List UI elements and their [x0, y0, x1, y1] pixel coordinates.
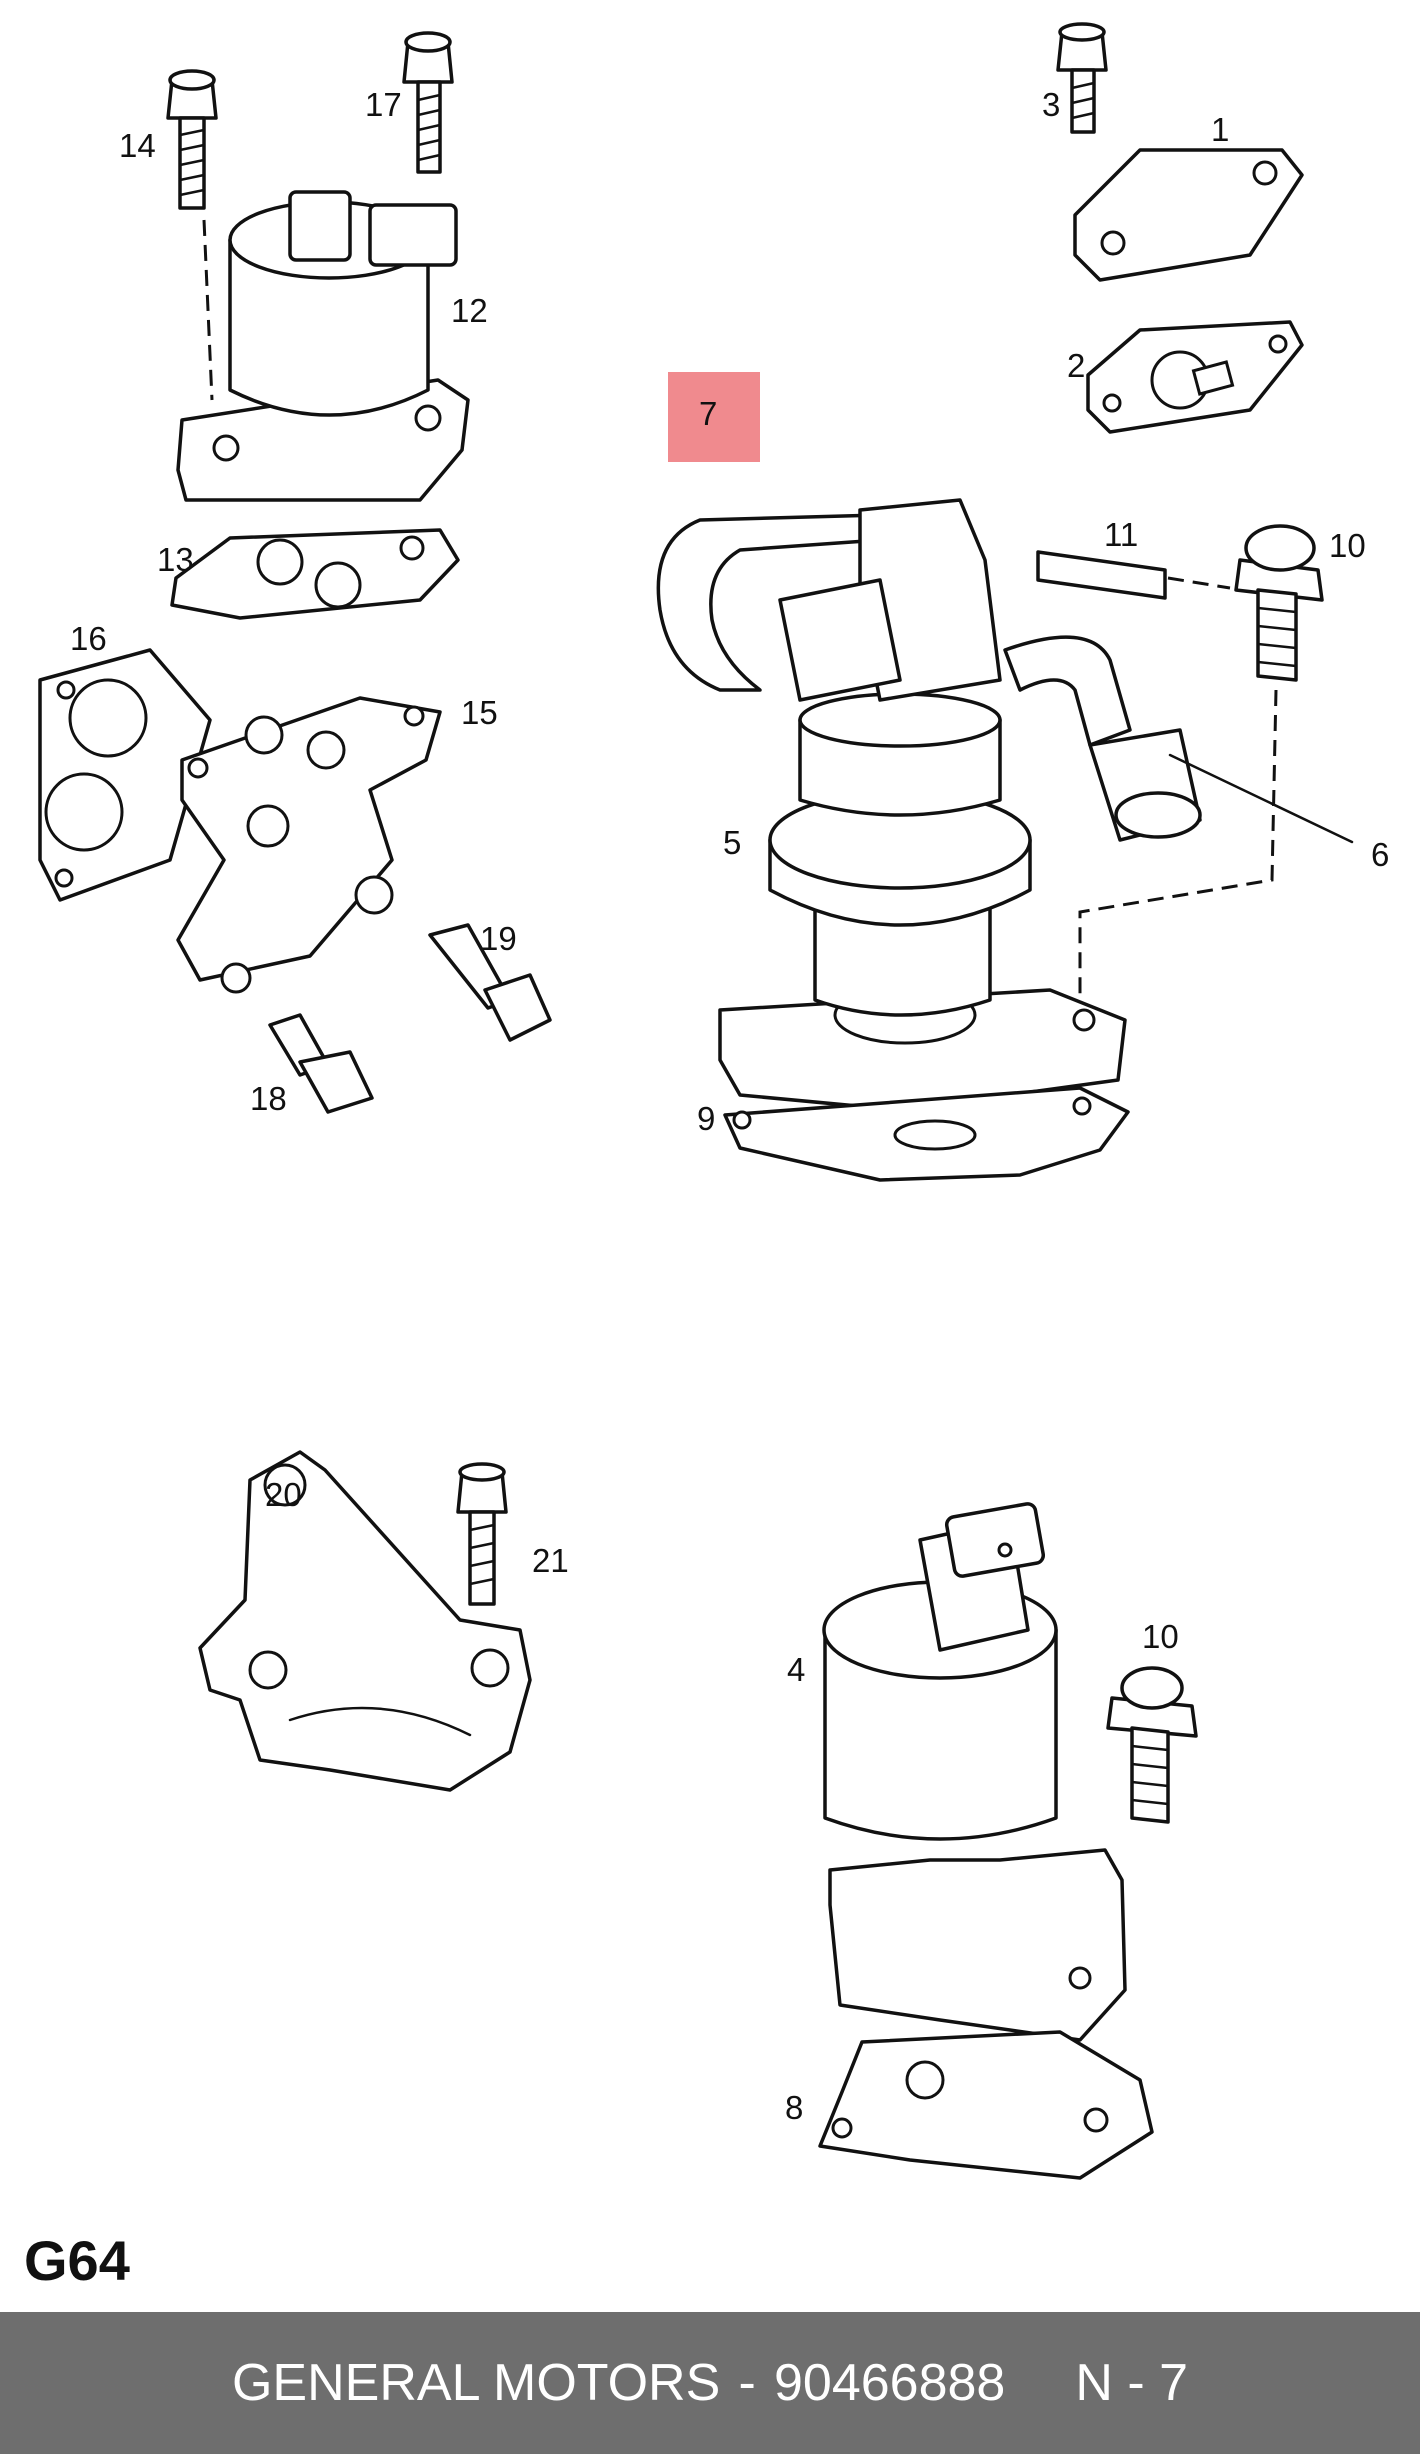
gasket-9 [723, 1086, 1130, 1182]
connector-6 [1088, 728, 1202, 842]
callout-6: 6 [1371, 836, 1389, 873]
callout-11: 11 [1104, 516, 1138, 553]
footer-brand: GENERAL MOTORS [231, 2354, 721, 2412]
bolt-3 [1056, 22, 1108, 134]
callout-21: 21 [532, 1542, 569, 1579]
bolt-10-bottom [1106, 1666, 1198, 1824]
callout-5: 5 [723, 824, 741, 861]
pipe-7 [656, 513, 882, 692]
callout-18: 18 [250, 1080, 287, 1117]
callout-19: 19 [480, 920, 517, 957]
callout-16: 16 [70, 620, 107, 657]
bolt-21 [456, 1462, 508, 1606]
gasket-2 [1086, 320, 1304, 434]
callout-10-bottom: 10 [1142, 1618, 1179, 1655]
bolt-10-top [1234, 524, 1324, 682]
callout-4: 4 [787, 1651, 805, 1688]
footer-reference: N - 7 [1075, 2354, 1189, 2412]
bolt-17 [402, 31, 454, 174]
callout-1: 1 [1211, 111, 1229, 148]
cover-plate-1 [1073, 148, 1304, 282]
footer-bar: GENERAL MOTORS - 90466888 N - 7 [0, 2312, 1420, 2454]
gasket-8 [818, 2030, 1154, 2180]
callout-3: 3 [1042, 86, 1060, 123]
bracket-20 [198, 1450, 532, 1792]
leader-6 [1168, 753, 1354, 844]
callout-14: 14 [119, 127, 156, 164]
footer-separator: - [738, 2354, 756, 2412]
callout-8: 8 [785, 2089, 803, 2126]
callout-highlight [668, 372, 760, 462]
egr-valve-12 [176, 190, 470, 502]
adapter-15 [176, 696, 442, 994]
callout-10-top: 10 [1329, 527, 1366, 564]
callout-15: 15 [461, 694, 498, 731]
callout-13: 13 [157, 541, 194, 578]
callout-17: 17 [365, 86, 402, 123]
egr-valve-5 [718, 498, 1132, 1112]
callout-20: 20 [265, 1476, 302, 1513]
gasket-16 [38, 648, 212, 902]
bolt-18 [268, 1013, 374, 1114]
exploded-parts-diagram: 1 2 3 4 5 6 7 8 9 10 10 11 12 13 14 15 1… [38, 22, 1389, 2180]
bolt-14 [166, 69, 218, 210]
leader-dash-10 [1078, 689, 1278, 1000]
callout-9: 9 [697, 1100, 715, 1137]
gasket-13 [170, 528, 460, 620]
diagram-code-label: G64 [24, 2229, 130, 2292]
egr-valve-4 [822, 1502, 1127, 2042]
tube-11 [1036, 550, 1231, 600]
leader-dash-14 [202, 219, 214, 401]
callout-7: 7 [699, 395, 717, 432]
bolt-19 [428, 923, 552, 1042]
callout-2: 2 [1067, 347, 1085, 384]
footer-part-number: 90466888 [773, 2354, 1006, 2412]
callout-12: 12 [451, 292, 488, 329]
